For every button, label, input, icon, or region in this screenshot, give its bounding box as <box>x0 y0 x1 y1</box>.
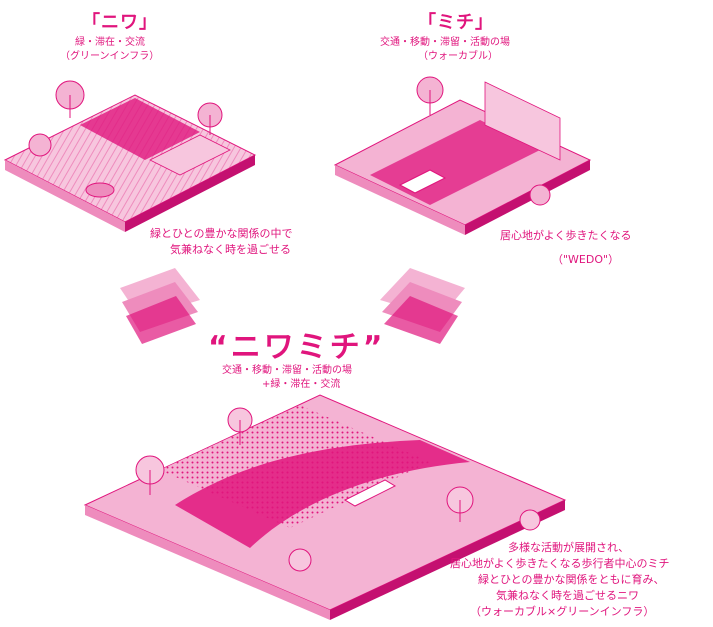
michi-note-2: （"WEDO"） <box>552 253 620 266</box>
bottom-note-line-5: （ウォーカブル×グリーンインフラ） <box>470 605 655 618</box>
niwa-note-1: 緑とひとの豊かな関係の中で <box>150 227 293 240</box>
bottom-note-line-3: 緑とひとの豊かな関係をともに育み、 <box>478 573 665 586</box>
michi-caption-1: 交通・移動・滞留・活動の場 <box>380 37 510 48</box>
niwamichi-caption-1: 交通・移動・滞留・活動の場 <box>222 365 352 376</box>
bottom-note-line-1: 多様な活動が展開され、 <box>508 541 630 554</box>
chevron-left <box>120 268 200 344</box>
michi-title: 「ミチ」 <box>418 12 494 33</box>
niwa-caption-1: 緑・滞在・交流 <box>75 37 145 48</box>
niwamichi-caption-2: +緑・滞在・交流 <box>262 379 341 390</box>
niwamichi-title: “ニワミチ” <box>208 330 386 365</box>
michi-block <box>333 76 592 235</box>
michi-note-1: 居心地がよく歩きたくなる <box>500 229 632 242</box>
niwa-note-2: 気兼ねなく時を過ごせる <box>170 243 291 256</box>
michi-caption-2: （ウォーカブル） <box>418 51 498 62</box>
bottom-note-line-4: 気兼ねなく時を過ごせるニワ <box>496 589 639 602</box>
chevron-right <box>380 268 465 344</box>
niwa-title: 「ニワ」 <box>82 12 158 33</box>
bottom-note-line-2: 居心地がよく歩きたくなる歩行者中心のミチ <box>450 557 670 570</box>
niwamichi-block <box>83 394 567 620</box>
niwa-block <box>3 80 257 232</box>
niwa-caption-2: （グリーンインフラ） <box>60 51 160 62</box>
